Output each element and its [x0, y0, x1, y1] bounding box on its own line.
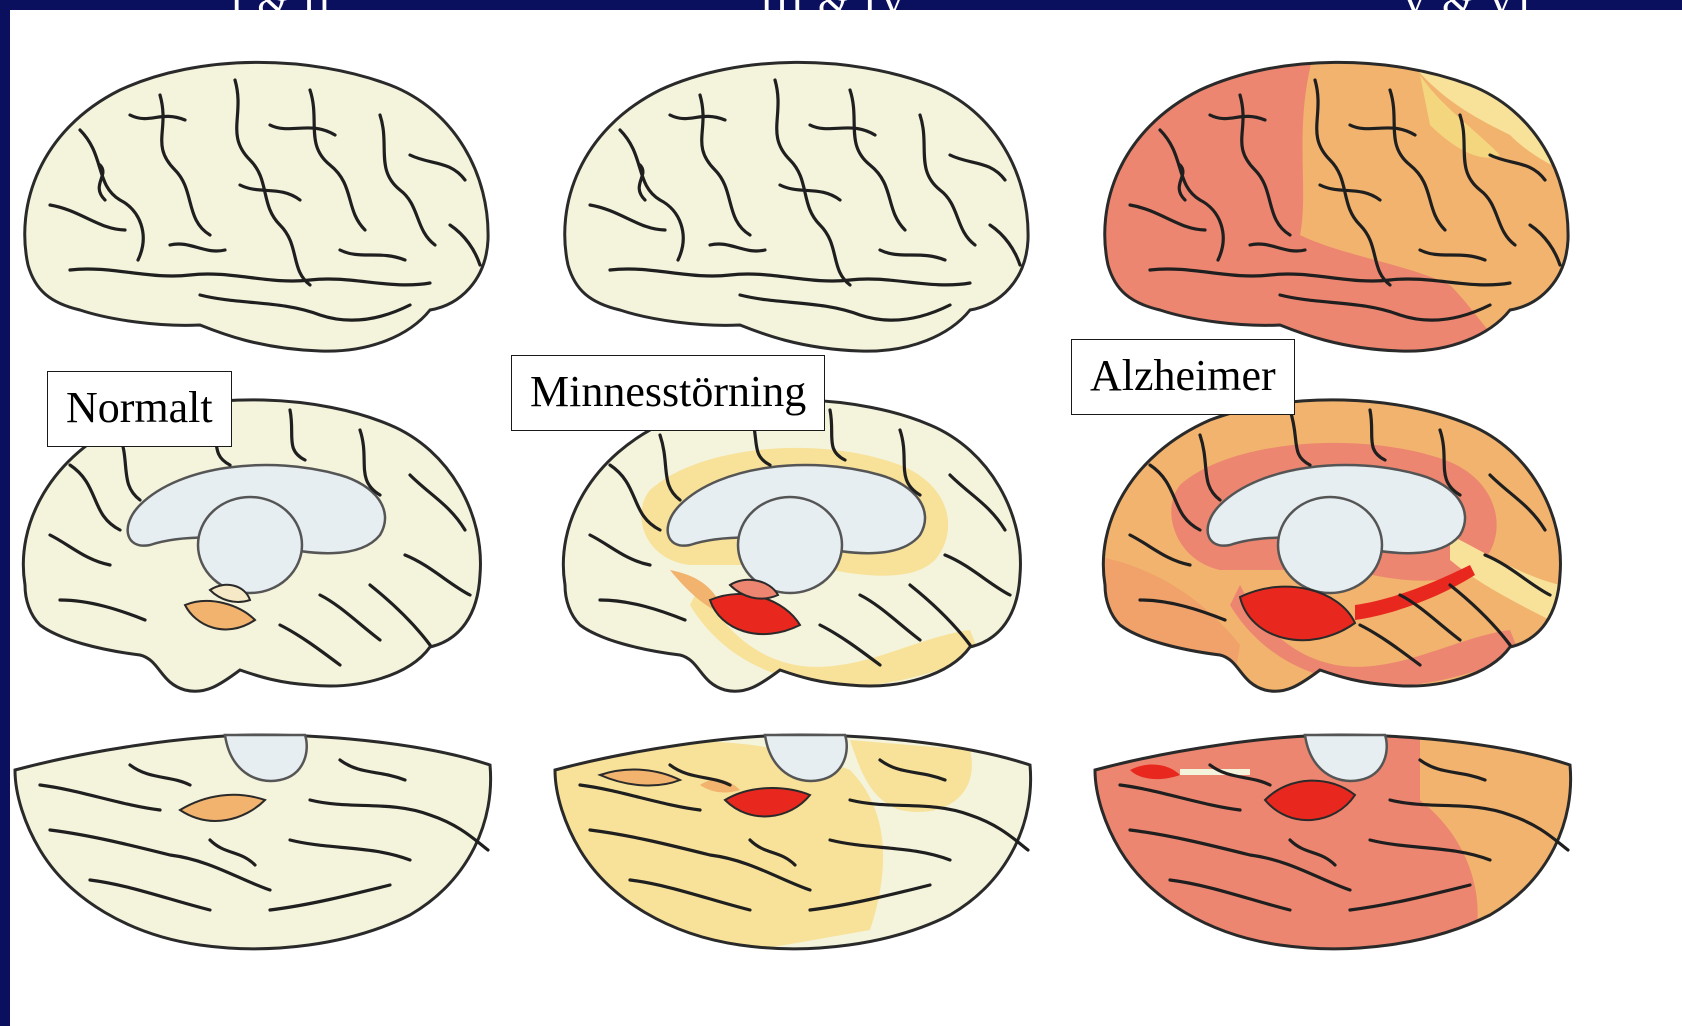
brain-ventral-memory — [550, 730, 1050, 960]
stage-header-2: III & IV — [760, 0, 909, 25]
brain-medial-alzheimer — [1090, 385, 1590, 705]
label-memory-impairment: Minnesstörning — [511, 355, 825, 431]
brain-ventral-alzheimer — [1090, 730, 1590, 960]
stage-header-1: I & II — [230, 0, 333, 25]
label-alzheimer: Alzheimer — [1071, 339, 1295, 415]
brain-lateral-normal — [10, 35, 510, 355]
label-normal: Normalt — [47, 371, 232, 447]
brain-lateral-alzheimer — [1090, 35, 1590, 355]
brain-ventral-normal — [10, 730, 510, 960]
brain-medial-memory — [550, 385, 1050, 705]
stage-header-3: V & VI — [1400, 0, 1533, 25]
brain-lateral-memory — [550, 35, 1050, 355]
